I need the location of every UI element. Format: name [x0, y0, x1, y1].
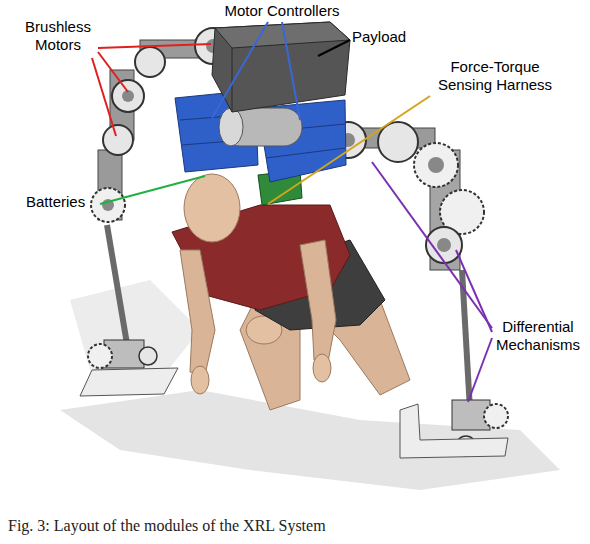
- ground-shadow: [60, 390, 560, 490]
- leader-line: [318, 40, 350, 56]
- brushless-motor: [103, 125, 133, 155]
- leader-line: [282, 22, 300, 120]
- callout-label: Payload: [352, 28, 432, 46]
- hand: [191, 366, 209, 394]
- motor-hub: [437, 238, 451, 252]
- hand: [313, 354, 331, 382]
- leader-line: [100, 176, 205, 204]
- leader-line: [98, 52, 128, 92]
- arm: [300, 240, 336, 362]
- callout-label: Brushless Motors: [18, 18, 98, 54]
- head: [184, 174, 240, 242]
- tank-end: [219, 108, 243, 146]
- leader-line: [468, 338, 492, 402]
- gear-wheel: [88, 344, 112, 368]
- leader-line: [372, 162, 492, 328]
- callout-label: Differential Mechanisms: [488, 318, 588, 354]
- figure-caption: Fig. 3: Layout of the modules of the XRL…: [8, 516, 588, 536]
- brushless-motor: [378, 122, 418, 162]
- controller-seam: [266, 148, 345, 158]
- leader-line: [92, 58, 116, 136]
- leader-line: [456, 250, 492, 332]
- gear-wheel: [484, 404, 508, 428]
- motor-hub: [428, 157, 444, 173]
- brushless-motor: [135, 47, 165, 77]
- callout-label: Force-Torque Sensing Harness: [430, 58, 560, 94]
- brushless-motor: [112, 80, 144, 112]
- payload-box: [212, 22, 350, 112]
- leader-line: [212, 22, 268, 118]
- leader-lines: [92, 22, 492, 402]
- human-figure: [172, 174, 410, 410]
- gear-wheel: [91, 188, 125, 222]
- callout-label: Batteries: [26, 193, 116, 211]
- gear-wheel: [414, 143, 458, 187]
- support-rod: [107, 225, 128, 350]
- arm: [180, 250, 215, 375]
- leader-line: [98, 44, 211, 48]
- leader-line: [268, 96, 430, 204]
- ground-shadow: [70, 280, 200, 380]
- foot-plate: [400, 404, 508, 458]
- payload-edge: [232, 48, 233, 112]
- callout-label: Motor Controllers: [212, 2, 352, 20]
- brushless-motor: [139, 347, 157, 365]
- foot-plate: [80, 368, 178, 396]
